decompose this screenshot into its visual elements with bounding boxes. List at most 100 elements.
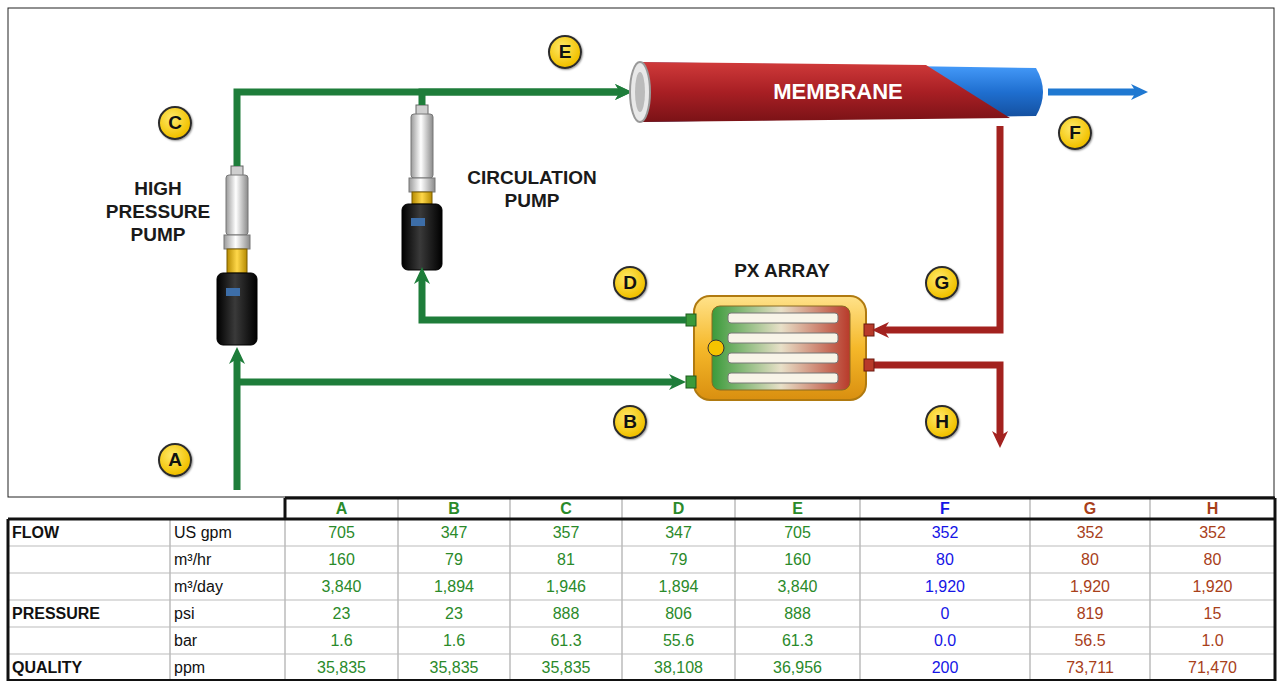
table-cell: 1.6 — [398, 627, 510, 654]
table-cell: 352 — [1030, 519, 1150, 546]
table-cell: 3,840 — [285, 573, 398, 600]
callout-circle: C — [158, 106, 192, 140]
table-value: 79 — [670, 551, 688, 569]
table-value: 806 — [665, 605, 692, 623]
table-cell: 80 — [860, 546, 1030, 573]
table-rule — [1274, 498, 1277, 681]
table-cell: 73,711 — [1030, 654, 1150, 681]
column-header: A — [336, 500, 348, 518]
table-cell: 61.3 — [510, 627, 622, 654]
callout-circle: A — [158, 443, 192, 477]
column-header: C — [560, 500, 572, 518]
table-value: 3,840 — [777, 578, 817, 596]
table-cell: 819 — [1030, 600, 1150, 627]
table-cell: US gpm — [170, 519, 285, 546]
pipe-connector — [422, 92, 624, 105]
table-value: 819 — [1077, 605, 1104, 623]
table-cell: 38,108 — [622, 654, 735, 681]
table-cell: PRESSURE — [8, 600, 170, 627]
callout-circle: F — [1058, 116, 1092, 150]
table-value: 888 — [784, 605, 811, 623]
table-cell: 1,894 — [398, 573, 510, 600]
table-cell: 352 — [860, 519, 1030, 546]
table-value: 80 — [936, 551, 954, 569]
table-value: 352 — [1199, 524, 1226, 542]
pump-node: HIGH PRESSURE PUMP — [98, 166, 264, 350]
table-cell: 0.0 — [860, 627, 1030, 654]
table-cell: 1,920 — [1150, 573, 1275, 600]
callout-letter: F — [1069, 122, 1081, 144]
table-value: m³/day — [174, 578, 223, 596]
table-cell: 160 — [735, 546, 860, 573]
table-value: PRESSURE — [12, 605, 100, 623]
table-value: 347 — [441, 524, 468, 542]
table-cell: 347 — [398, 519, 510, 546]
table-cell: 79 — [398, 546, 510, 573]
table-rule — [8, 546, 1275, 547]
table-cell: 15 — [1150, 600, 1275, 627]
component-label: MEMBRANE — [773, 79, 903, 105]
table-value: 1,894 — [434, 578, 474, 596]
table-rule — [8, 679, 1275, 681]
table-cell: D — [622, 498, 735, 519]
table-value: 3,840 — [321, 578, 361, 596]
table-cell: G — [1030, 498, 1150, 519]
table-value: 1.6 — [443, 632, 465, 650]
table-value: 36,956 — [773, 659, 822, 677]
table-value: FLOW — [12, 524, 59, 542]
table-cell: 1.0 — [1150, 627, 1275, 654]
table-value: QUALITY — [12, 659, 82, 677]
table-cell: 23 — [398, 600, 510, 627]
table-cell: 3,840 — [735, 573, 860, 600]
table-cell: 56.5 — [1030, 627, 1150, 654]
table-value: 1,920 — [1192, 578, 1232, 596]
table-cell: 352 — [1150, 519, 1275, 546]
table-value: 35,835 — [317, 659, 366, 677]
component-label: HIGH PRESSURE PUMP — [98, 178, 218, 246]
callout-circle: E — [548, 35, 582, 69]
table-value: 1,946 — [546, 578, 586, 596]
callout-circle: H — [925, 405, 959, 439]
table-rule — [284, 498, 287, 519]
callout-letter: G — [935, 272, 950, 294]
table-rule — [8, 600, 1275, 601]
table-cell: 806 — [622, 600, 735, 627]
table-rule — [285, 497, 1275, 500]
callout-letter: H — [935, 411, 949, 433]
membrane-vessel: MEMBRANE — [626, 58, 1050, 126]
table-cell: 888 — [510, 600, 622, 627]
table-value: 15 — [1204, 605, 1222, 623]
table-value: 56.5 — [1074, 632, 1105, 650]
table-value: m³/hr — [174, 551, 211, 569]
callout-letter: B — [623, 411, 637, 433]
table-cell: QUALITY — [8, 654, 170, 681]
table-cell: 1,894 — [622, 573, 735, 600]
table-value: 23 — [333, 605, 351, 623]
pump-node: CIRCULATION PUMP — [400, 105, 625, 273]
callout-letter: A — [168, 449, 182, 471]
table-cell: C — [510, 498, 622, 519]
table-cell: E — [735, 498, 860, 519]
table-cell: 80 — [1150, 546, 1275, 573]
table-value: 1,920 — [1070, 578, 1110, 596]
table-value: 357 — [553, 524, 580, 542]
column-header: B — [448, 500, 460, 518]
table-cell: 35,835 — [398, 654, 510, 681]
table-value: 705 — [784, 524, 811, 542]
table-cell: 35,835 — [285, 654, 398, 681]
table-value: 80 — [1204, 551, 1222, 569]
table-value: 71,470 — [1188, 659, 1237, 677]
callout-circle: D — [613, 266, 647, 300]
table-cell: 705 — [285, 519, 398, 546]
table-cell: 55.6 — [622, 627, 735, 654]
table-rule — [7, 519, 10, 681]
table-cell: 23 — [285, 600, 398, 627]
table-cell: F — [860, 498, 1030, 519]
table-cell: 357 — [510, 519, 622, 546]
table-cell: 35,835 — [510, 654, 622, 681]
table-cell: 80 — [1030, 546, 1150, 573]
callout-letter: C — [168, 112, 182, 134]
px-array-node: PX ARRAY — [686, 258, 878, 400]
table-cell: bar — [170, 627, 285, 654]
pipe-connector — [237, 92, 624, 166]
